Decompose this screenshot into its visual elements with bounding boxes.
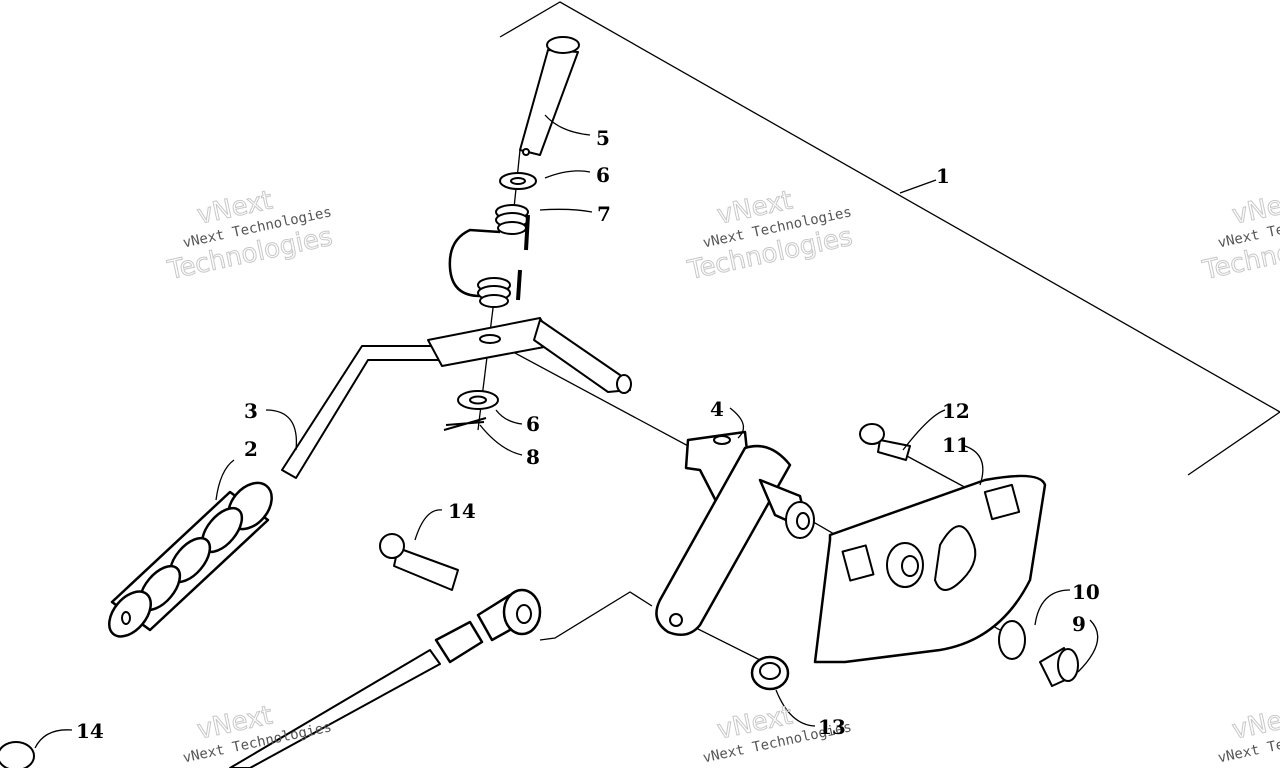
washer-right [998, 620, 1026, 660]
callout-4: 4 [710, 397, 724, 421]
rod-end-cable [229, 588, 542, 768]
callout-11: 11 [942, 433, 970, 457]
callout-10: 10 [1072, 580, 1100, 604]
handle-grip [108, 481, 273, 638]
bolt-left [379, 533, 459, 591]
bolt-top-right [859, 423, 911, 461]
callout-3: 3 [244, 399, 258, 423]
callout-leaders [34, 114, 1099, 749]
shift-bracket-plate [813, 474, 1047, 664]
callout-14-top: 14 [448, 499, 476, 523]
shift-arm [655, 430, 815, 637]
watermark-group: vNext vNext Technologies Technologies vN… [164, 185, 1280, 766]
callout-6-top: 6 [596, 163, 610, 187]
callout-14-bottom: 14 [76, 719, 104, 743]
callout-5: 5 [596, 126, 610, 150]
callout-labels: 1 2 3 4 5 6 6 7 8 9 10 11 12 13 14 14 [76, 126, 1100, 743]
callout-1: 1 [936, 164, 950, 188]
assembly-bracket [499, 1, 1280, 476]
callout-2: 2 [244, 437, 258, 461]
torsion-spring [448, 204, 530, 308]
callout-9: 9 [1072, 612, 1086, 636]
callout-13: 13 [818, 715, 846, 739]
callout-6-bottom: 6 [526, 412, 540, 436]
cotter-pin [443, 417, 487, 431]
clevis-pin [519, 36, 580, 156]
bolt-bottom-left [0, 741, 35, 768]
bolt-small [1039, 647, 1079, 687]
callout-8: 8 [526, 445, 540, 469]
washer-bottom [457, 390, 499, 410]
callout-12: 12 [942, 399, 970, 423]
callout-7: 7 [597, 202, 611, 226]
lever-arm [281, 317, 632, 479]
washer-top [499, 172, 537, 190]
flange-nut [750, 655, 790, 691]
